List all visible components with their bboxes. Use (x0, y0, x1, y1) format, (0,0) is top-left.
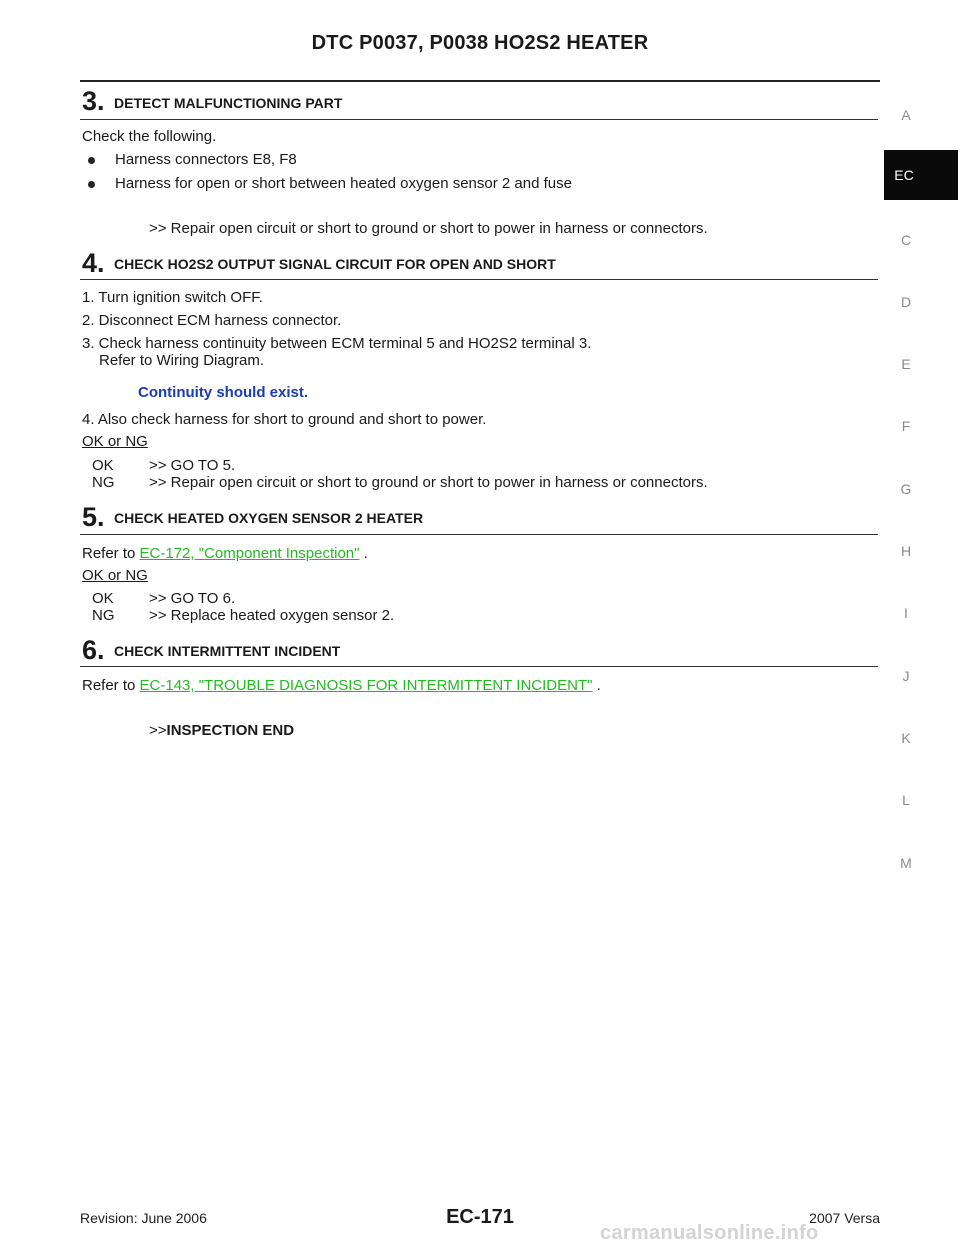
step-3-number: 3. (82, 86, 105, 116)
watermark: carmanualsonline.info (600, 1222, 819, 1244)
step-6-refer: Refer to EC-143, "TROUBLE DIAGNOSIS FOR … (82, 677, 601, 695)
step-5-ng-text: >> Replace heated oxygen sensor 2. (149, 607, 395, 624)
step-3-bullet-2: Harness for open or short between heated… (115, 175, 572, 192)
step-5-ok-text: >> GO TO 6. (149, 590, 236, 607)
step-4-ok-ng: OK or NG (82, 433, 148, 450)
step-5-refer-prefix: Refer to (82, 545, 136, 562)
step-5-divider (80, 534, 878, 535)
bullet-icon (88, 157, 95, 164)
step-4-ng-text: >> Repair open circuit or short to groun… (149, 474, 708, 491)
step-5-refer: Refer to EC-172, "Component Inspection" … (82, 545, 368, 563)
side-index-h[interactable]: H (900, 543, 912, 559)
inspection-end-label: INSPECTION END (166, 722, 295, 739)
side-index-i[interactable]: I (904, 605, 908, 621)
step-4-number: 4. (82, 248, 105, 278)
step-4-divider (80, 279, 878, 280)
side-index-ec-label: EC (894, 167, 914, 183)
step-6-divider (80, 666, 878, 667)
step-3-intro: Check the following. (82, 128, 217, 145)
bullet-icon (88, 181, 95, 188)
step-3-title: DETECT MALFUNCTIONING PART (114, 95, 343, 111)
step-4-item-1: 1. Turn ignition switch OFF. (82, 289, 263, 306)
step-6-title: CHECK INTERMITTENT INCIDENT (114, 643, 341, 659)
side-index-k[interactable]: K (901, 730, 911, 746)
step-6-end: >>INSPECTION END (149, 722, 294, 740)
step-5-ok-code: OK (92, 590, 114, 607)
step-4-item-4: 4. Also check harness for short to groun… (82, 411, 487, 428)
side-index-g[interactable]: G (900, 481, 912, 497)
side-index-a[interactable]: A (901, 107, 911, 123)
side-index-m[interactable]: M (900, 855, 912, 871)
intermittent-incident-link[interactable]: EC-143, "TROUBLE DIAGNOSIS FOR INTERMITT… (139, 677, 593, 694)
side-index-c[interactable]: C (900, 232, 912, 248)
step-6-number: 6. (82, 635, 105, 665)
page-title: DTC P0037, P0038 HO2S2 HEATER (311, 32, 649, 54)
step-3-divider (80, 119, 878, 120)
step-4-ng-code: NG (92, 474, 115, 491)
step-6-refer-prefix: Refer to (82, 677, 136, 694)
component-inspection-link[interactable]: EC-172, "Component Inspection" (139, 545, 360, 562)
step-4-item-2: 2. Disconnect ECM harness connector. (82, 312, 342, 329)
continuity-spec: Continuity should exist. (138, 384, 309, 401)
step-5-ok-ng: OK or NG (82, 567, 148, 584)
step-3-result: >> Repair open circuit or short to groun… (149, 220, 708, 237)
step-5-refer-suffix: . (363, 545, 368, 562)
step-4-ok-text: >> GO TO 5. (149, 457, 236, 474)
step-4-item-3: 3. Check harness continuity between ECM … (82, 335, 592, 352)
step-5-ng-code: NG (92, 607, 115, 624)
footer-model: 2007 Versa (809, 1210, 880, 1226)
step-3-bullet-1: Harness connectors E8, F8 (115, 151, 297, 168)
step-5-number: 5. (82, 502, 105, 532)
side-index-ec-active[interactable]: EC (884, 150, 958, 200)
side-index-e[interactable]: E (901, 356, 911, 372)
step-5-title: CHECK HEATED OXYGEN SENSOR 2 HEATER (114, 510, 424, 526)
footer-page-number: EC-171 (446, 1206, 514, 1228)
side-index-l[interactable]: L (902, 792, 910, 808)
side-index-f[interactable]: F (901, 418, 911, 434)
step-6-refer-suffix: . (596, 677, 601, 694)
side-index-j[interactable]: J (902, 668, 910, 684)
side-index-d[interactable]: D (900, 294, 912, 310)
step-6-end-arrow: >> (149, 722, 167, 739)
step-4-item-3-ref: Refer to Wiring Diagram. (99, 352, 265, 369)
header-divider (80, 80, 880, 82)
step-4-ok-code: OK (92, 457, 114, 474)
step-4-title: CHECK HO2S2 OUTPUT SIGNAL CIRCUIT FOR OP… (114, 256, 556, 272)
footer-revision: Revision: June 2006 (80, 1210, 207, 1226)
